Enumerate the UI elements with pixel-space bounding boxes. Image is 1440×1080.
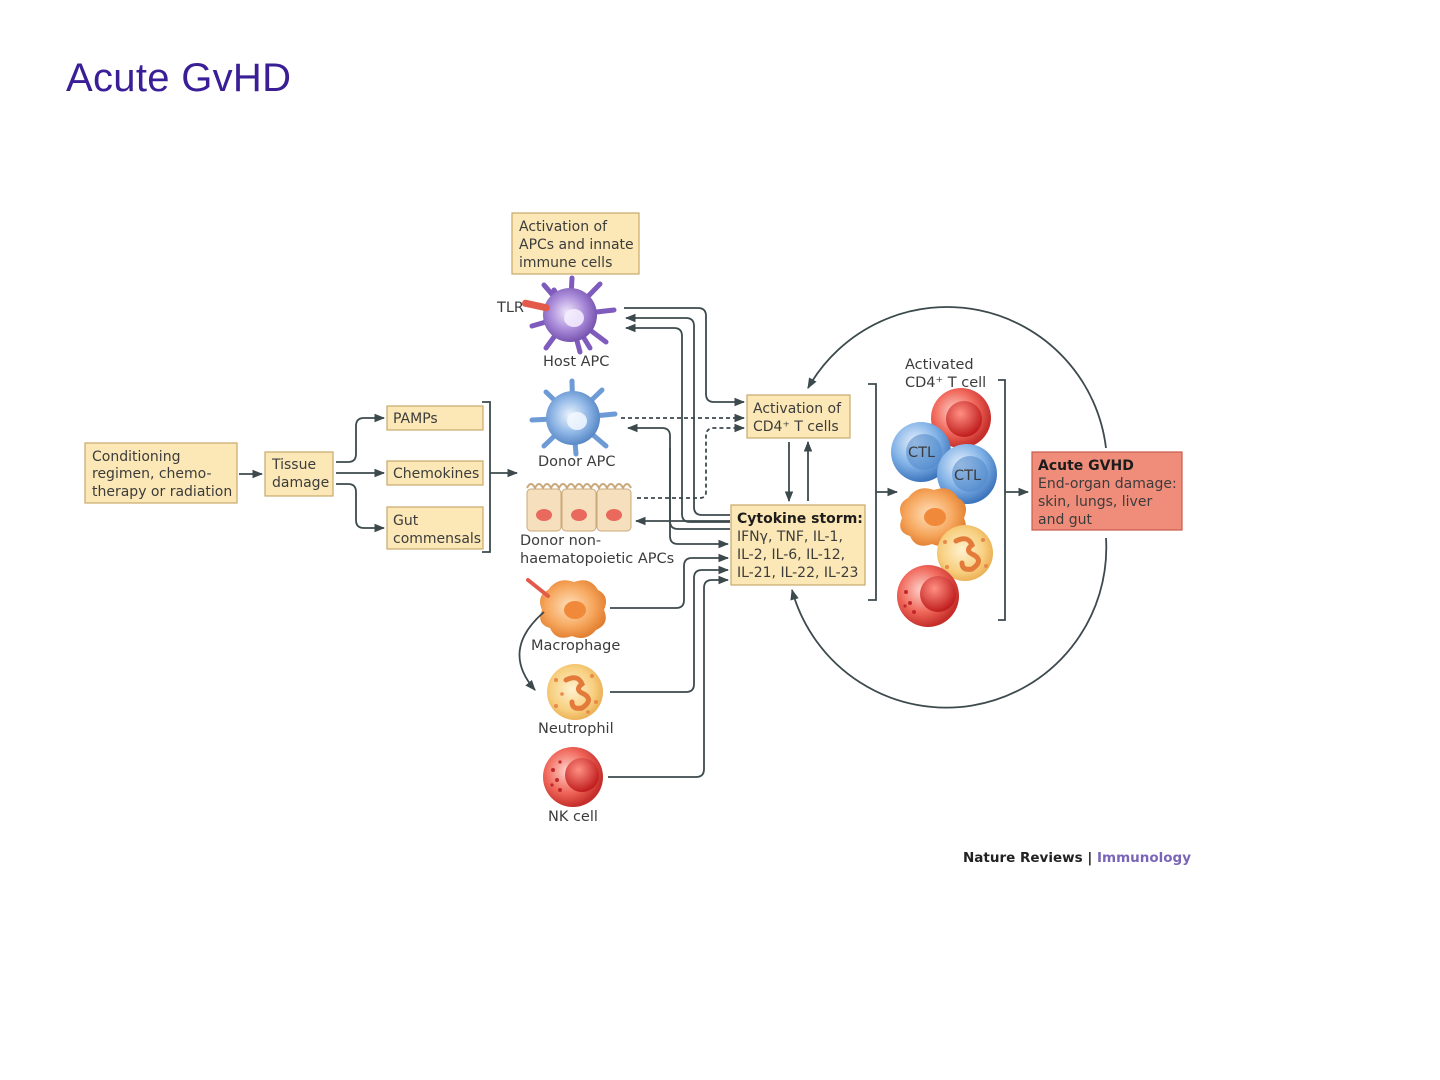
arrow-tissue-to-pamps — [336, 413, 386, 463]
cytokine-line-1: IFNγ, TNF, IL-1, — [737, 529, 843, 545]
activated-cd4-t-cell-icon — [931, 388, 991, 448]
donor-nonhaem-line-2: haematopoietic APCs — [520, 551, 674, 567]
ctl-label-1: CTL — [908, 445, 935, 461]
cluster-nk-cell-icon — [897, 565, 959, 627]
gut-line-2: commensals — [393, 531, 481, 547]
acute-gvhd-line-3: and gut — [1038, 512, 1093, 528]
activation-cd4-box: Activation of CD4⁺ T cells — [746, 394, 851, 439]
acute-gvhd-line-1: End-organ damage: — [1038, 476, 1177, 492]
cycle-arc-top — [807, 306, 1107, 449]
pamps-box: PAMPs — [386, 405, 484, 431]
acute-gvhd-line-2: skin, lungs, liver — [1038, 494, 1152, 510]
arrow-neutrophil-to-storm — [610, 565, 730, 693]
arrow-macrophage-to-storm — [610, 553, 730, 609]
epithelial-cells-icon — [526, 483, 632, 532]
nk-cell-icon — [543, 747, 603, 807]
credit-separator: | — [1083, 850, 1097, 866]
donor-nonhaem-line-1: Donor non- — [520, 533, 601, 549]
acute-gvhd-box: Acute GVHD End-organ damage: skin, lungs… — [1031, 451, 1183, 531]
arrow-tissue-to-gut — [336, 483, 386, 533]
neutrophil-label: Neutrophil — [538, 721, 614, 737]
bracket-signals — [482, 401, 491, 553]
arrow-hostapc-to-cd4 — [624, 307, 746, 407]
cluster-neutrophil-icon — [937, 525, 993, 581]
slide-title: Acute GvHD — [66, 56, 292, 100]
bracket-tcells — [998, 379, 1006, 621]
activated-cd4-line-2: CD4⁺ T cell — [905, 375, 986, 391]
host-apc-label: Host APC — [543, 354, 609, 370]
tlr-label: TLR — [496, 300, 524, 316]
arrow-apcs-to-storm — [669, 448, 730, 549]
tissue-damage-line-1: Tissue — [271, 457, 316, 473]
macrophage-label: Macrophage — [531, 638, 620, 654]
ctl-icon-2 — [937, 444, 997, 504]
arrow-macrophage-to-neutrophil — [518, 611, 545, 691]
activation-cd4-line-2: CD4⁺ T cells — [753, 419, 839, 435]
activation-apcs-line-3: immune cells — [519, 255, 612, 271]
arrow-nk-to-storm — [608, 575, 730, 778]
donor-apc-icon — [529, 378, 618, 457]
activation-cd4-line-1: Activation of — [753, 401, 842, 417]
cytokine-line-3: IL-21, IL-22, IL-23 — [737, 565, 858, 581]
arrow-storm-to-donorapc — [626, 423, 730, 530]
pamps-label: PAMPs — [393, 411, 438, 427]
gut-commensals-box: Gut commensals — [386, 506, 484, 550]
macrophage-icon — [526, 578, 606, 638]
acute-gvhd-title: Acute GVHD — [1038, 458, 1134, 474]
conditioning-line-1: Conditioning — [92, 449, 180, 465]
credit-journal: Nature Reviews — [963, 850, 1083, 866]
arrow-storm-to-hostapc-1 — [624, 313, 730, 516]
cytokine-storm-title: Cytokine storm: — [737, 511, 863, 527]
cytokine-line-2: IL-2, IL-6, IL-12, — [737, 547, 845, 563]
donor-apc-label: Donor APC — [538, 454, 615, 470]
conditioning-line-2: regimen, chemo- — [92, 466, 212, 482]
cytokine-storm-box: Cytokine storm: IFNγ, TNF, IL-1, IL-2, I… — [730, 504, 866, 586]
conditioning-line-3: therapy or radiation — [92, 484, 232, 500]
cycle-arc-bottom — [790, 537, 1108, 709]
ctl-label-2: CTL — [954, 468, 981, 484]
nk-cell-label: NK cell — [548, 809, 598, 825]
ctl-icon-1 — [891, 422, 951, 482]
chemokines-label: Chemokines — [393, 466, 479, 482]
activated-cd4-line-1: Activated — [905, 357, 974, 373]
credit-section: Immunology — [1097, 850, 1191, 866]
conditioning-box: Conditioning regimen, chemo- therapy or … — [84, 442, 238, 504]
activation-apcs-line-2: APCs and innate — [519, 237, 634, 253]
bracket-storm — [868, 383, 877, 601]
tissue-damage-line-2: damage — [272, 475, 329, 491]
arrow-storm-to-hostapc-2 — [624, 323, 730, 523]
activation-apcs-box: Activation of APCs and innate immune cel… — [511, 212, 640, 275]
host-apc-icon — [522, 275, 617, 355]
tissue-damage-box: Tissue damage — [264, 451, 334, 497]
activation-apcs-line-1: Activation of — [519, 219, 608, 235]
chemokines-box: Chemokines — [386, 460, 484, 486]
gut-line-1: Gut — [393, 513, 419, 529]
arrow-epithelium-to-cd4 — [637, 423, 746, 499]
source-credit: Nature Reviews | Immunology — [963, 850, 1191, 866]
neutrophil-icon — [547, 664, 603, 720]
